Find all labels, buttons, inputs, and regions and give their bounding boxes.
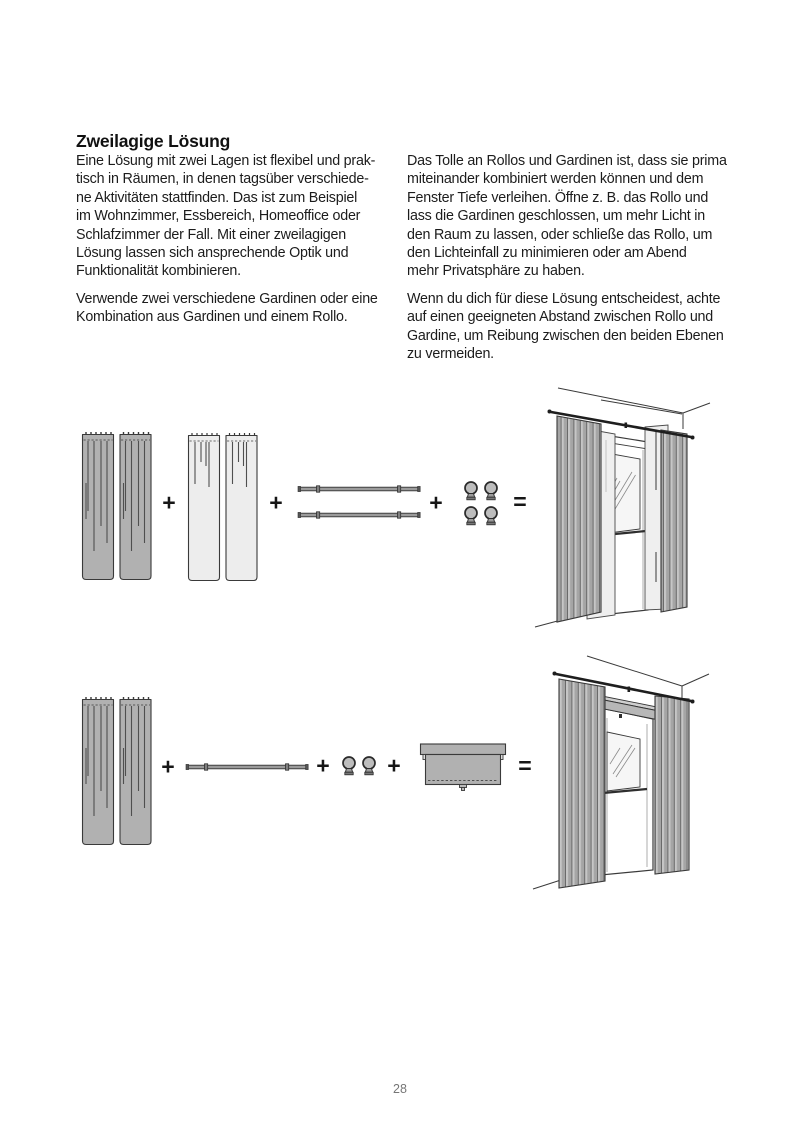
sheer-curtain-pair-icon (187, 432, 258, 582)
plus-operator: + (387, 752, 401, 779)
page-title: Zweilagige Lösung (76, 131, 231, 151)
curtain-rod-icon (185, 763, 309, 771)
dark-curtain-pair-icon (81, 431, 152, 581)
paragraph: Wenn du dich für diese Lösung entscheide… (407, 290, 724, 363)
left-column: Eine Lösung mit zwei Lagen ist flexibel … (76, 152, 426, 327)
plus-operator: + (429, 489, 443, 516)
curtain-rod-pair-icon (297, 485, 421, 519)
plus-operator: + (162, 489, 176, 516)
equals-operator: = (518, 752, 532, 779)
paragraph: Eine Lösung mit zwei Lagen ist flexibel … (76, 153, 376, 280)
paragraph: Das Tolle an Rollos und Gardinen ist, da… (407, 153, 727, 280)
gray-curtain-pair-icon (81, 696, 152, 846)
wall-knobs-four-icon (464, 481, 498, 526)
right-column: Das Tolle an Rollos und Gardinen ist, da… (407, 152, 757, 363)
window-curtains-roller-blind-illustration (532, 655, 710, 890)
plus-operator: + (161, 753, 175, 780)
roller-blind-icon (419, 743, 507, 791)
equals-operator: = (513, 488, 527, 515)
window-two-curtain-layers-illustration (534, 387, 711, 628)
plus-operator: + (269, 489, 283, 516)
wall-knobs-two-icon (342, 756, 376, 776)
page-number: 28 (393, 1082, 407, 1096)
paragraph: Verwende zwei verschiedene Gardinen oder… (76, 290, 378, 326)
plus-operator: + (316, 752, 330, 779)
